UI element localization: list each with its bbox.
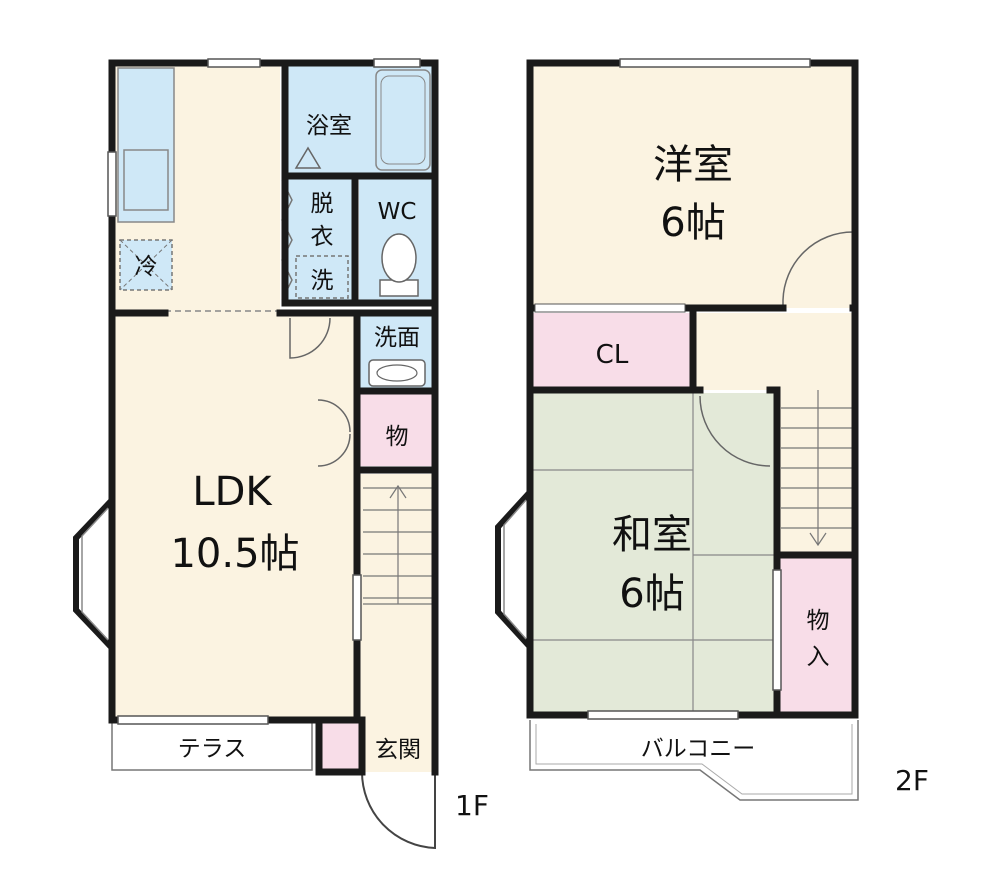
entrance-label: 玄関: [375, 737, 421, 763]
terrace-label: テラス: [178, 736, 247, 762]
storage-2f-label-2: 入: [807, 644, 830, 670]
entrance-door-swing: [360, 771, 436, 850]
dressing-label-1: 脱: [311, 191, 334, 217]
fridge-cross-2: [119, 239, 173, 291]
wc-label: WC: [378, 199, 417, 225]
balcony: [529, 720, 859, 801]
storage-1f: [359, 393, 435, 466]
ldk-door-swing: [289, 317, 331, 359]
wash-bowl: [376, 364, 418, 382]
japanese-door-swing: [699, 395, 771, 467]
tatami-lines: [530, 393, 777, 715]
fridge-label: 冷: [135, 254, 158, 280]
floor-1: 冷: [73, 58, 489, 850]
stair-1f: [359, 474, 435, 720]
kitchen-counter: [117, 67, 175, 223]
stair-steps-2f: [781, 390, 852, 547]
western-room-label: 洋室: [653, 142, 733, 188]
japanese-room: [530, 393, 777, 715]
closet-room: [530, 313, 693, 390]
ldk-room: [112, 313, 357, 719]
balcony-label: バルコニー: [641, 736, 756, 762]
bay-window-2f: [495, 489, 533, 650]
kitchen-sink: [123, 149, 169, 211]
washroom-label: 洗面: [374, 325, 420, 351]
japanese-room-label: 和室: [612, 512, 692, 558]
balcony-inner: [535, 724, 853, 795]
storage-door-swing: [317, 399, 351, 467]
western-room-size: 6帖: [660, 200, 725, 246]
floor-1-label: 1F: [455, 789, 489, 822]
dressing-label-2: 衣: [311, 224, 334, 250]
washer-box: [295, 255, 349, 299]
wash-basin: [368, 359, 426, 387]
western-door-swing: [782, 231, 854, 306]
storage-1f-label: 物: [386, 424, 409, 450]
bath-door-mark: [294, 146, 322, 169]
windows-2f: [534, 58, 811, 720]
hall-2f: [693, 313, 855, 390]
ldk-label: LDK: [192, 469, 273, 515]
storage-2f: [780, 558, 855, 715]
bath-label: 浴室: [306, 113, 352, 139]
stair-steps-1f: [363, 484, 432, 605]
entrance-pink: [319, 722, 359, 770]
toilet-bowl: [381, 233, 417, 283]
storage-2f-label-1: 物: [807, 608, 830, 634]
bay-window-1f: [73, 497, 115, 651]
windows-1f: [107, 58, 421, 725]
floor-2-label: 2F: [895, 764, 929, 797]
bay-window-2f-inner: [503, 499, 527, 640]
bay-window-1f-inner: [81, 507, 109, 641]
walls-2f: [526, 59, 859, 719]
floor-2: 洋室 6帖 CL 和室 6帖 物 入 バルコニー 2F: [495, 58, 929, 801]
washer-label: 洗: [311, 268, 334, 294]
bathtub-inner: [380, 75, 426, 165]
stair-2f: [777, 390, 855, 555]
japanese-room-size: 6帖: [619, 571, 684, 617]
western-room: [530, 63, 855, 308]
dressing-door: [281, 179, 293, 301]
closet-label: CL: [596, 340, 629, 370]
bathtub: [375, 69, 431, 171]
ldk-size-label: 10.5帖: [170, 531, 299, 577]
